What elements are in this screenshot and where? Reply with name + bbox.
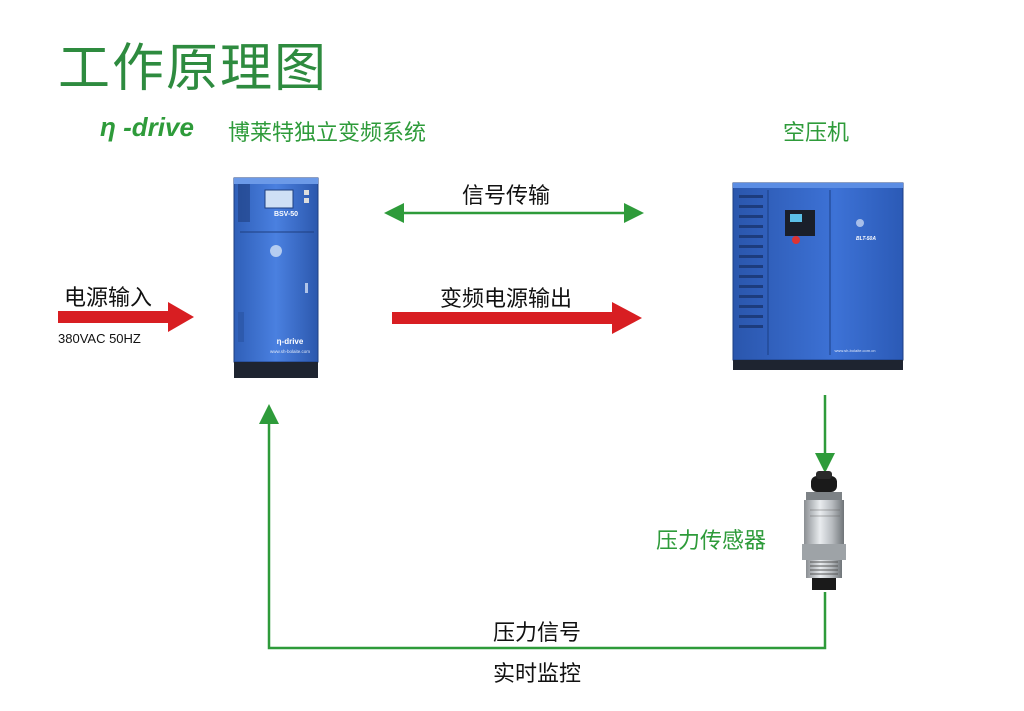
compressor-website: www.sh-bolaite.com.cn (835, 348, 876, 353)
power-input-arrow (58, 302, 194, 332)
power-spec-label: 380VAC 50HZ (58, 331, 141, 346)
inverter-logo-text: η-drive (277, 337, 304, 346)
compressor-title: 空压机 (783, 121, 850, 146)
signal-transmission-label: 信号传输 (462, 184, 551, 209)
page-title: 工作原理图 (58, 39, 329, 99)
brand-system-name: 博莱特独立变频系统 (228, 121, 427, 146)
power-input-label: 电源输入 (64, 286, 153, 311)
feedback-loop-line (259, 404, 827, 650)
pressure-sensor-label: 压力传感器 (656, 529, 767, 554)
brand-logo: η -drive (100, 112, 194, 142)
pressure-sensor (802, 471, 846, 590)
compressor-unit (732, 182, 904, 370)
inverter-website: www.sh-bolaite.com (270, 349, 310, 354)
realtime-monitoring-label: 实时监控 (493, 662, 582, 687)
vf-output-arrow (392, 302, 642, 334)
compressor-model-label: BLT-50A (856, 236, 876, 242)
pressure-signal-label: 压力信号 (493, 621, 582, 646)
vf-power-output-label: 变频电源输出 (440, 287, 573, 312)
inverter-model-label: BSV-50 (274, 211, 298, 218)
inverter-cabinet (233, 177, 319, 378)
